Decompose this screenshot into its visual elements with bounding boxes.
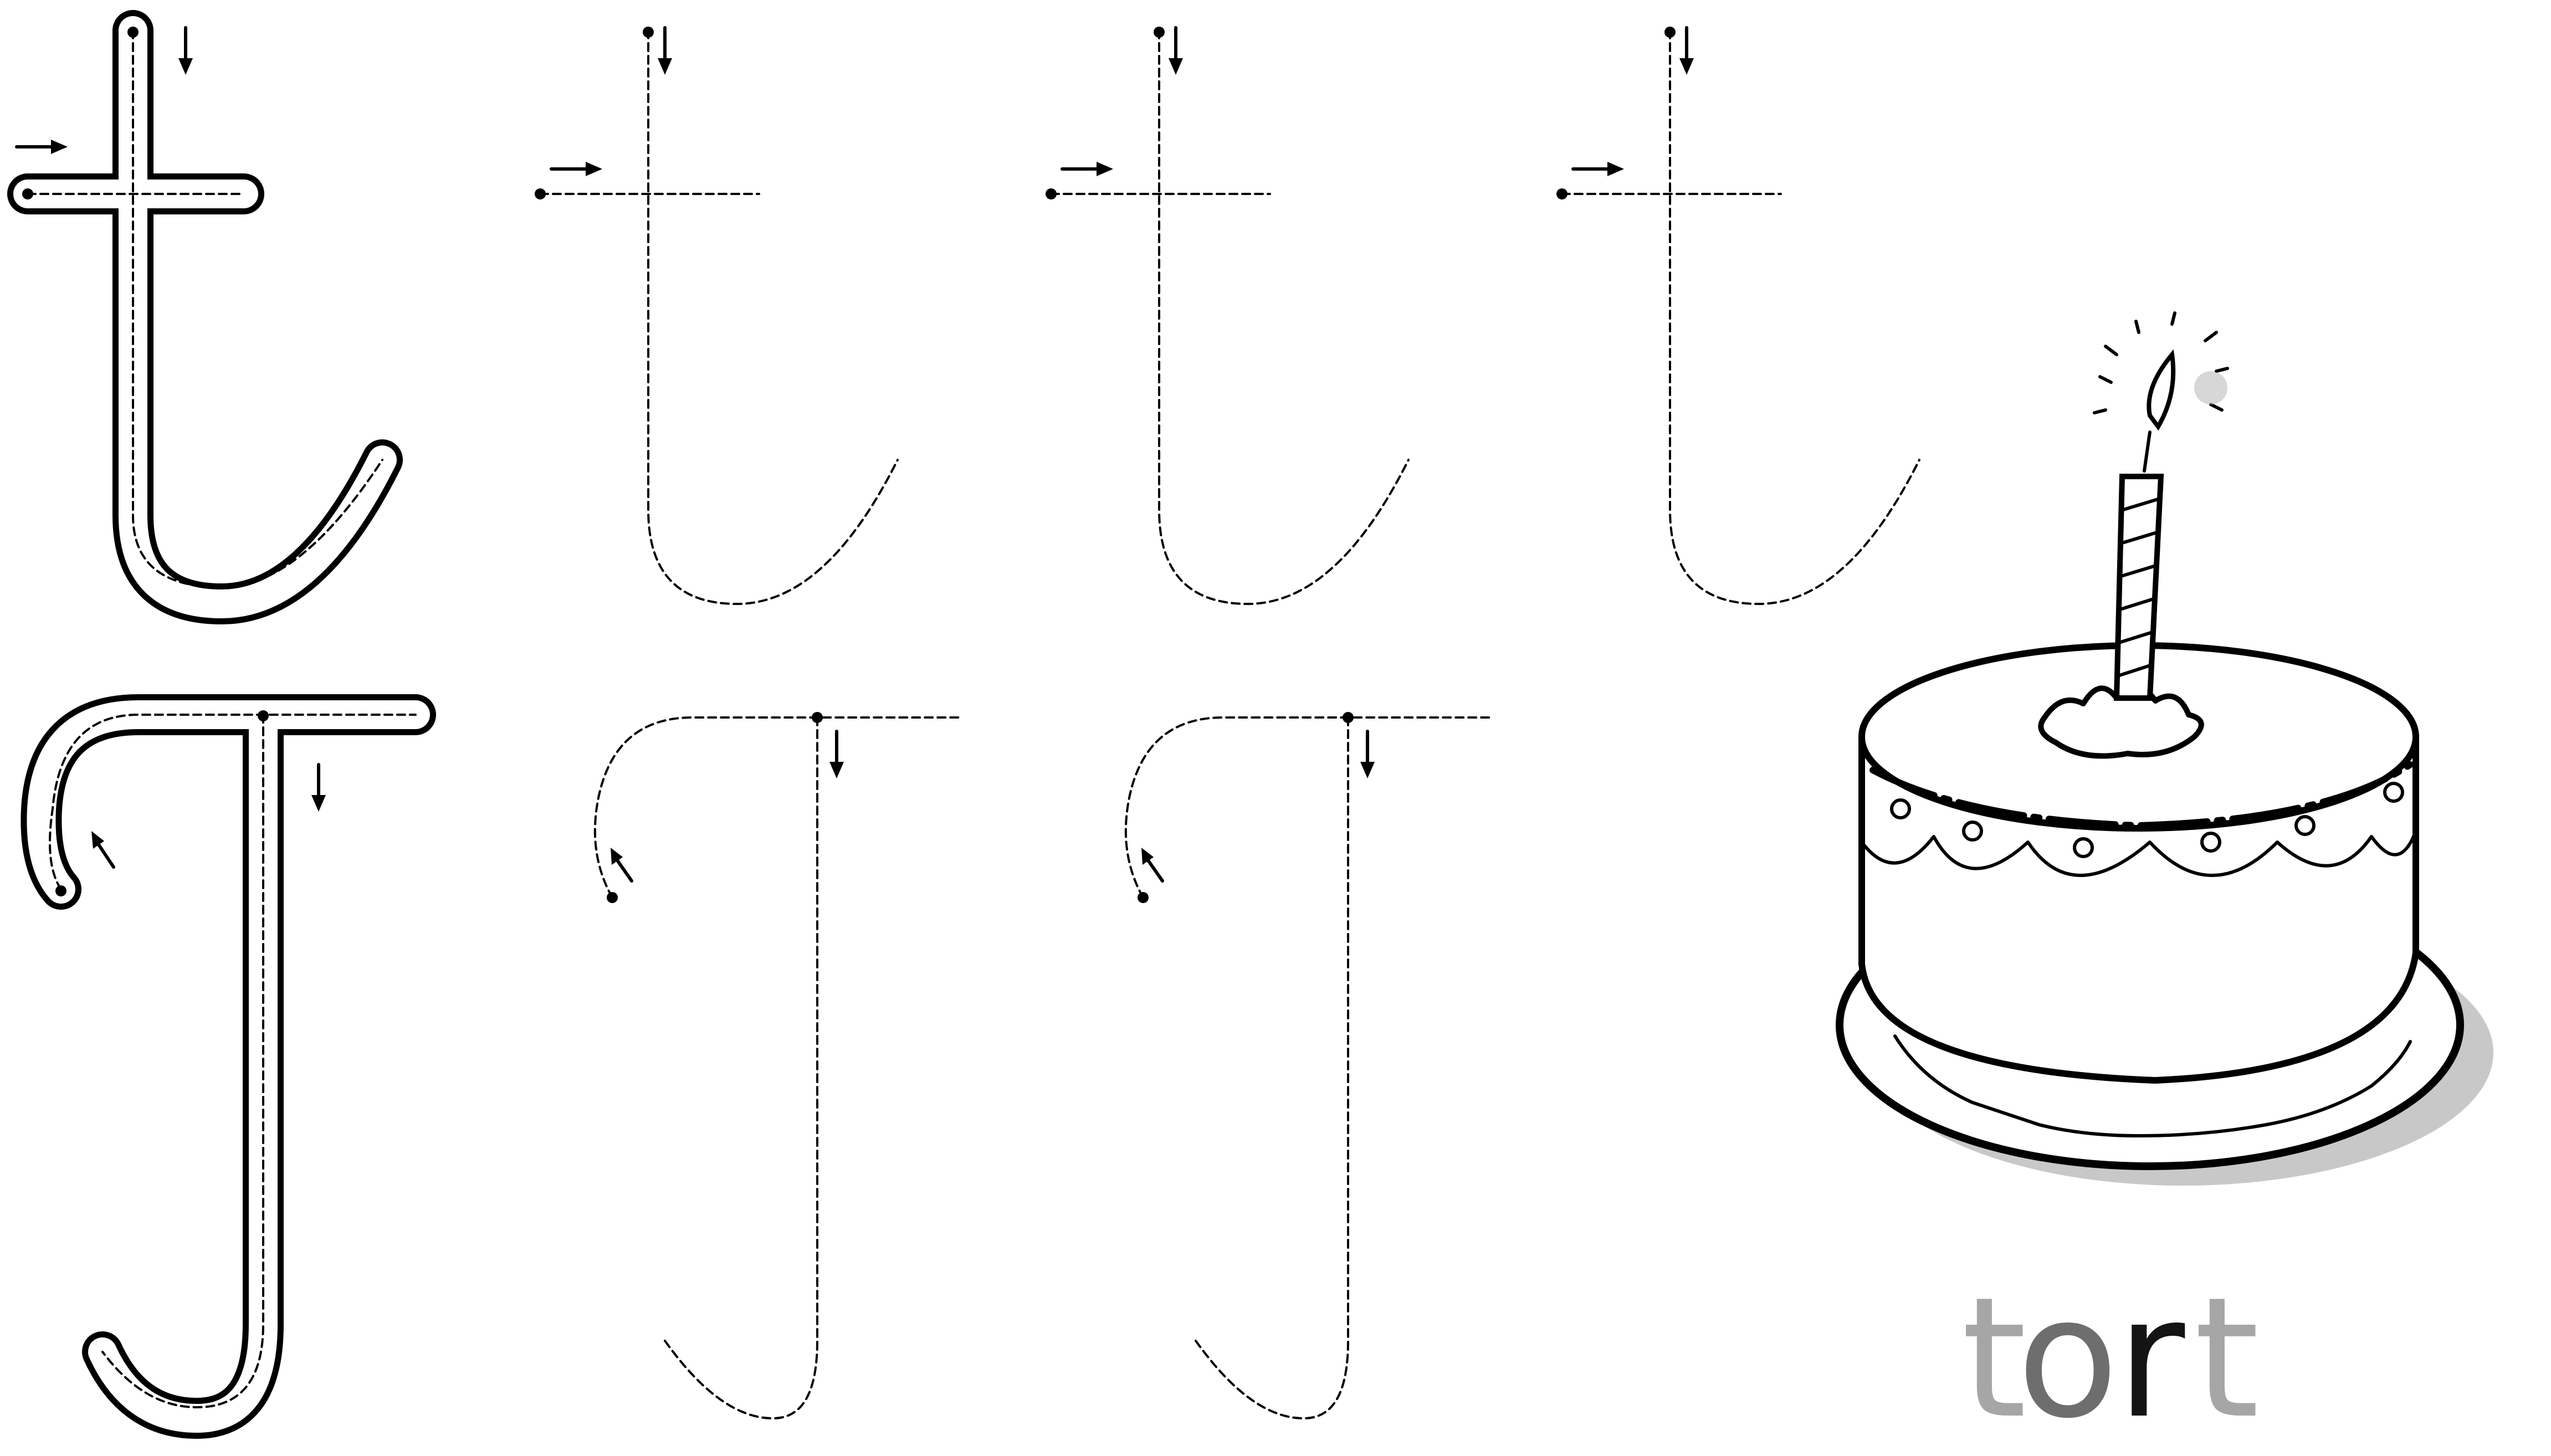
birthday-cake-with-candle-icon: [1836, 311, 2493, 1186]
tracing-letter-t: [1556, 26, 1920, 606]
row-letter-t: [7, 10, 1920, 624]
row-letter-capital-t: [21, 694, 1490, 1439]
caption-letter: o: [2017, 1262, 2119, 1455]
model-letter-t: [7, 10, 403, 624]
tracing-letter-capital-t: [1124, 712, 1490, 1420]
tracing-letter-t: [535, 26, 899, 606]
caption-word: t o r t: [1961, 1262, 2260, 1455]
tracing-letter-capital-t: [593, 712, 960, 1420]
caption-letter: r: [2117, 1262, 2187, 1455]
stroke-direction-arrow-icon: [91, 831, 115, 869]
stroke-direction-arrow-icon: [178, 26, 193, 75]
caption-letter: t: [2194, 1262, 2260, 1455]
caption-letter: t: [1961, 1262, 2027, 1455]
model-letter-capital-t: [21, 694, 436, 1439]
tracing-letter-t: [1046, 26, 1410, 606]
stroke-direction-arrow-icon: [15, 140, 68, 154]
stroke-direction-arrow-icon: [311, 763, 326, 812]
